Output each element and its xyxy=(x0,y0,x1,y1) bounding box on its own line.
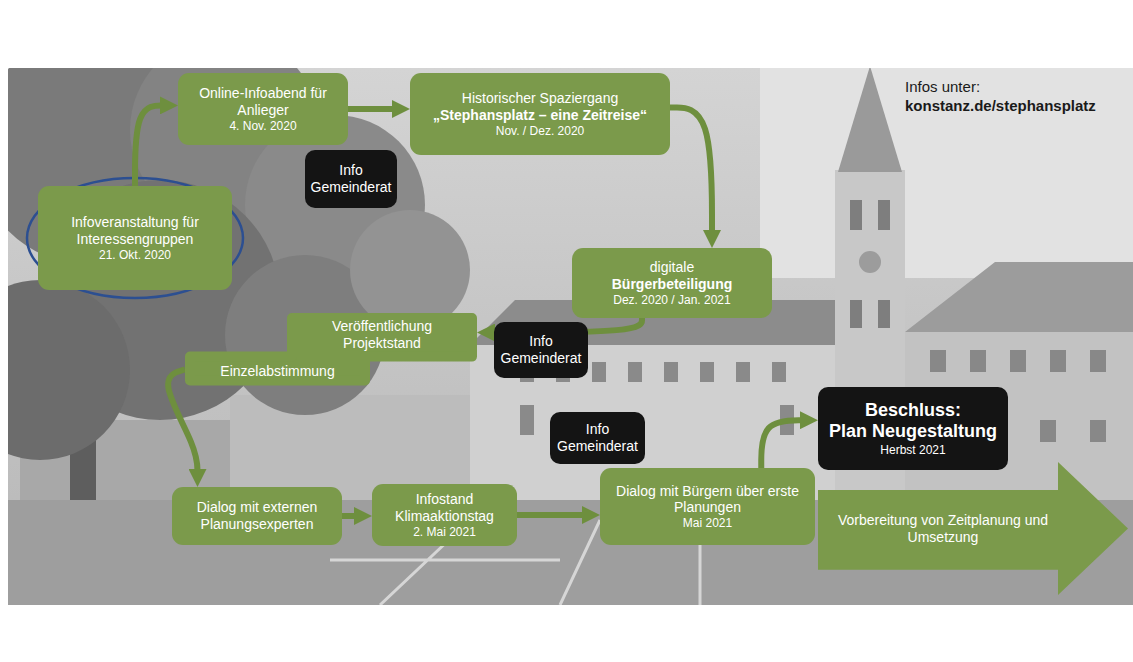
node-text: Info Gemeinderat xyxy=(556,421,639,455)
process-box: Historischer Spaziergang„Stephansplatz –… xyxy=(410,73,670,155)
node-text: Einzelabstimmung xyxy=(185,357,370,386)
node-text: 21. Okt. 2020 xyxy=(99,248,171,262)
sky xyxy=(760,68,1133,278)
tower-windows xyxy=(850,200,890,328)
arrow-shape: Vorbereitung von Zeitplanung und Umsetzu… xyxy=(818,462,1128,595)
info-label: konstanz.de/stephansplatz xyxy=(905,97,1096,115)
process-box: digitaleBürgerbeteiligungDez. 2020 / Jan… xyxy=(572,248,772,318)
node-text: Info Gemeinderat xyxy=(311,162,392,196)
info-badge: Info Gemeinderat xyxy=(550,412,645,464)
info-badge: Info Gemeinderat xyxy=(305,150,397,208)
node-text: Bürgerbeteiligung xyxy=(612,276,733,293)
node-text: Infoveranstaltung für Interessengruppen xyxy=(46,214,224,248)
flow-arrow xyxy=(135,105,166,186)
tree xyxy=(350,210,470,330)
process-box: Dialog mit externen Planungsexperten xyxy=(172,487,342,545)
flow-arrow xyxy=(670,107,712,236)
info-badge: Beschluss:Plan NeugestaltungHerbst 2021 xyxy=(818,387,1008,470)
process-box: Veröffentlichung ProjektstandEinzelabsti… xyxy=(185,313,477,385)
node-text: Mai 2021 xyxy=(683,516,732,530)
arrow-body xyxy=(818,462,1128,595)
highlight-ellipse xyxy=(27,178,243,298)
node-text: Beschluss: xyxy=(865,400,961,422)
flow-arrow xyxy=(342,513,360,519)
info-label: Infos unter: xyxy=(905,78,980,96)
node-text: Dez. 2020 / Jan. 2021 xyxy=(613,293,730,307)
node-text: Infostand Klimaaktionstag xyxy=(380,491,509,525)
flow-arrow xyxy=(517,512,588,518)
house-roof xyxy=(905,262,1133,332)
flow-arrow xyxy=(761,420,806,468)
church-spire xyxy=(838,68,902,172)
flow-arrow xyxy=(348,106,398,112)
node-text: Online-Infoabend für Anlieger xyxy=(186,85,340,119)
tree xyxy=(8,280,130,460)
node-text: Dialog mit externen Planungsexperten xyxy=(180,499,334,533)
node-text: Vorbereitung von Zeitplanung und Umsetzu… xyxy=(830,512,1056,546)
node-text: digitale xyxy=(650,259,694,276)
node-text: Historischer Spaziergang xyxy=(462,90,618,107)
process-box: Dialog mit Bürgern über erste PlanungenM… xyxy=(600,468,815,545)
node-text: Plan Neugestaltung xyxy=(829,421,997,443)
node-text: 4. Nov. 2020 xyxy=(229,119,296,133)
node-text: Nov. / Dez. 2020 xyxy=(496,124,585,138)
node-text: 2. Mai 2021 xyxy=(413,525,476,539)
node-text: Veröffentlichung Projektstand xyxy=(287,313,477,357)
info-badge: Info Gemeinderat xyxy=(494,322,588,378)
process-box: Online-Infoabend für Anlieger4. Nov. 202… xyxy=(178,73,348,145)
process-box: Infostand Klimaaktionstag2. Mai 2021 xyxy=(372,484,517,546)
node-text: Info Gemeinderat xyxy=(500,333,582,367)
node-text: Herbst 2021 xyxy=(880,443,945,457)
node-text: „Stephansplatz – eine Zeitreise“ xyxy=(433,107,647,124)
node-text: Dialog mit Bürgern über erste Planungen xyxy=(608,483,807,517)
process-box: Infoveranstaltung für Interessengruppen2… xyxy=(38,186,232,290)
tower-clock xyxy=(859,251,881,273)
